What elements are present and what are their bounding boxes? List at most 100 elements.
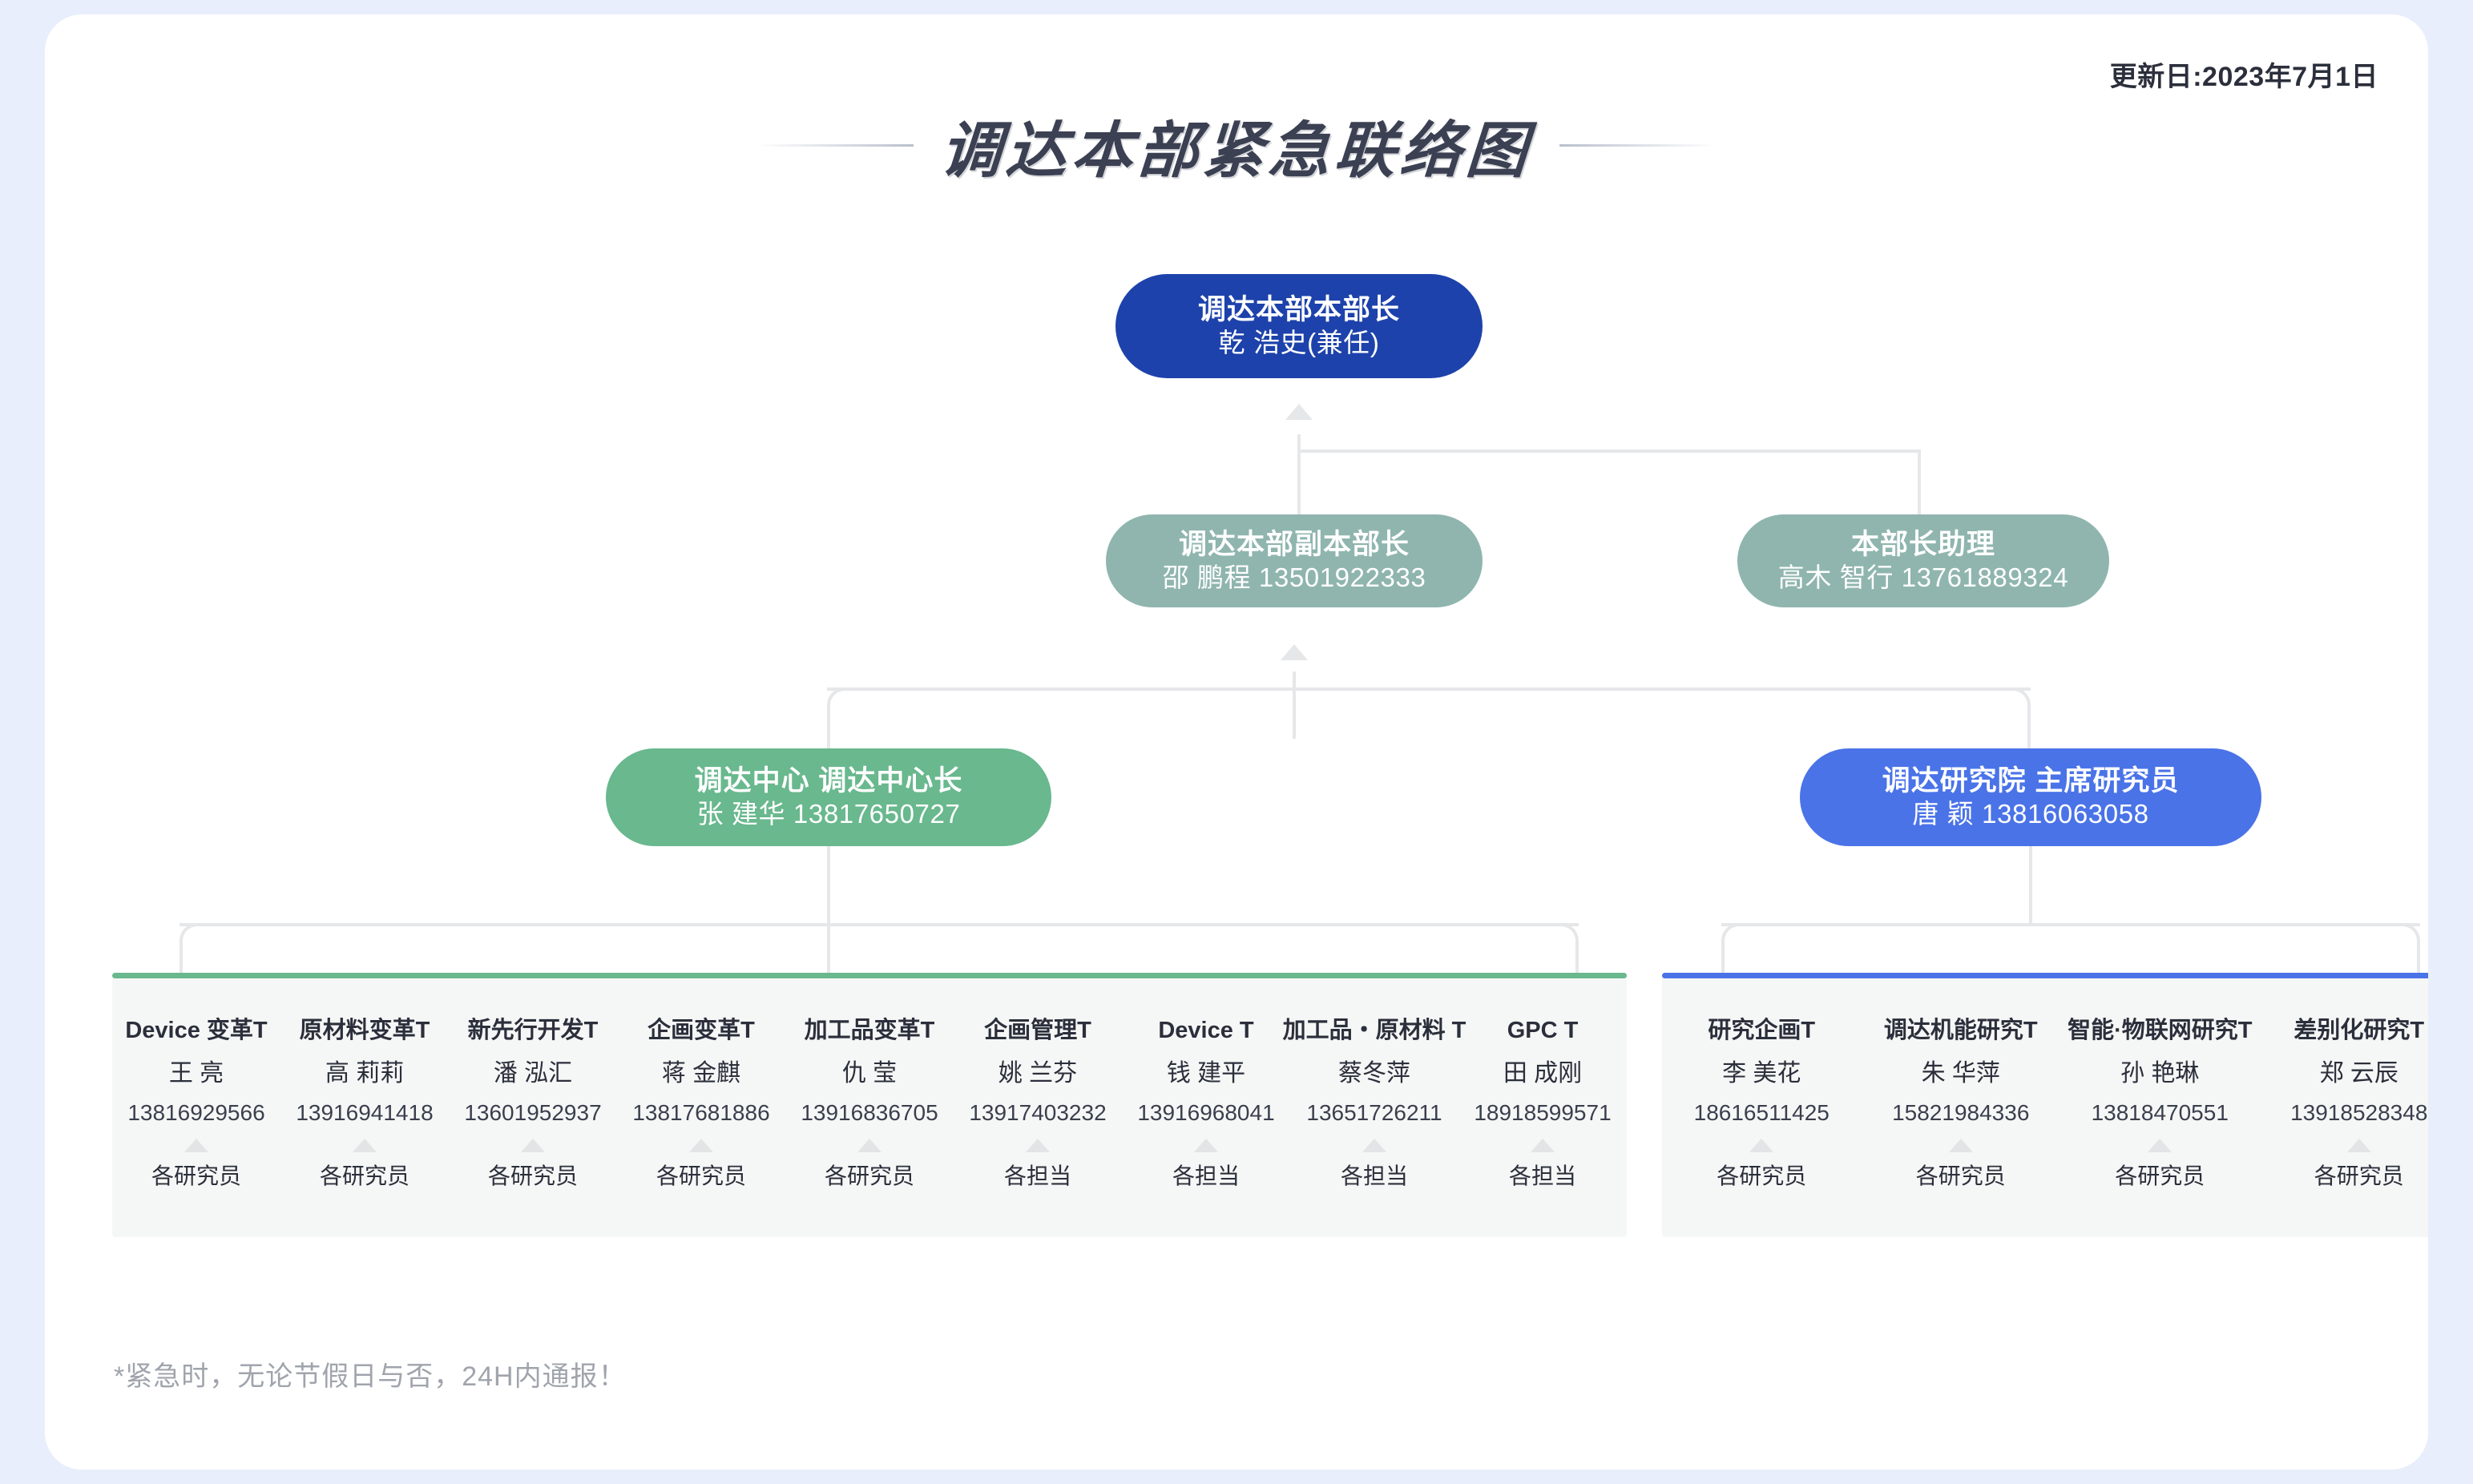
- team-leader-phone: 13817681886: [632, 1099, 770, 1125]
- node-assistant-title: 本部长助理: [1850, 528, 1995, 560]
- team-column[interactable]: 新先行开发T 潘 泓汇 13601952937 各研究员: [449, 973, 617, 1237]
- team-leader-name: 仇 莹: [841, 1059, 898, 1087]
- connector-deputy-down-stem: [1293, 671, 1296, 739]
- team-role-label: 各研究员: [1717, 1163, 1807, 1189]
- team-role-label: 各研究员: [151, 1163, 241, 1189]
- connector-left-panel-elbow-left: [180, 923, 200, 978]
- node-deputy-title: 调达本部副本部长: [1178, 528, 1410, 560]
- connector-left-panel-bus: [180, 923, 1579, 926]
- up-arrow-icon: [1362, 1139, 1386, 1153]
- node-director-title: 调达本部本部长: [1197, 293, 1400, 325]
- connector-center-elbow: [827, 688, 846, 750]
- connector-left-panel-elbow-right: [1558, 923, 1579, 978]
- connector-level3-bus: [827, 688, 2031, 691]
- node-research-institute[interactable]: 调达研究院 主席研究员 唐 颖 13816063058: [1800, 748, 2261, 846]
- team-leader-phone: 13918528348: [2290, 1099, 2428, 1125]
- page-title: 调达本部紧急联络图: [938, 115, 1535, 186]
- team-name: Device 变革T: [125, 1018, 268, 1043]
- node-institute-title: 调达研究院 主席研究员: [1882, 764, 2180, 796]
- team-leader-phone: 13601952937: [464, 1099, 602, 1125]
- team-name: 差别化研究T: [2293, 1018, 2425, 1043]
- node-procurement-center[interactable]: 调达中心 调达中心长 张 建华 13817650727: [606, 748, 1051, 846]
- up-arrow-icon: [857, 1139, 881, 1153]
- team-name: 新先行开发T: [467, 1018, 599, 1043]
- connector-right-panel-elbow-right: [2399, 923, 2420, 978]
- title-row: 调达本部紧急联络图: [45, 101, 2428, 189]
- team-column[interactable]: Device 变革T 王 亮 13816929566 各研究员: [112, 973, 280, 1237]
- team-leader-name: 蒋 金麒: [661, 1059, 741, 1087]
- team-leader-name: 潘 泓汇: [493, 1059, 573, 1087]
- team-column[interactable]: 差别化研究T 郑 云辰 13918528348 各研究员: [2260, 973, 2429, 1237]
- team-leader-name: 蔡冬萍: [1338, 1059, 1410, 1087]
- node-center-person: 张 建华 13817650727: [696, 799, 961, 829]
- update-date: 更新日:2023年7月1日: [2109, 62, 2378, 92]
- up-arrow-icon: [1749, 1139, 1774, 1153]
- team-name: 加工品变革T: [804, 1018, 935, 1043]
- team-leader-phone: 13916941418: [296, 1099, 434, 1125]
- node-assistant[interactable]: 本部长助理 高木 智行 13761889324: [1737, 514, 2109, 607]
- team-leader-phone: 15821984336: [1892, 1099, 2030, 1125]
- panel-right-accent-bar: [1662, 973, 2428, 978]
- up-arrow-icon: [1026, 1139, 1050, 1153]
- connector-institute-down-stem: [2029, 846, 2032, 926]
- team-leader-name: 王 亮: [168, 1059, 224, 1087]
- connector-director-bus: [1297, 450, 1921, 453]
- node-institute-person: 唐 颖 13816063058: [1912, 799, 2149, 829]
- team-role-label: 各研究员: [487, 1163, 578, 1189]
- node-deputy-director[interactable]: 调达本部副本部长 邵 鹏程 13501922333: [1106, 514, 1483, 607]
- up-arrow-icon: [1531, 1139, 1555, 1153]
- team-leader-phone: 18918599571: [1474, 1099, 1612, 1125]
- team-name: Device T: [1158, 1018, 1254, 1043]
- up-arrow-icon: [2148, 1139, 2172, 1153]
- panel-left-accent-bar: [112, 973, 1627, 978]
- team-column[interactable]: 加工品・原材料 T 蔡冬萍 13651726211 各担当: [1283, 973, 1466, 1237]
- up-arrow-icon: [521, 1139, 545, 1153]
- team-leader-name: 郑 云辰: [2319, 1059, 2398, 1087]
- team-role-label: 各担当: [1508, 1163, 1576, 1189]
- team-name: 加工品・原材料 T: [1282, 1018, 1466, 1043]
- up-arrow-icon: [353, 1139, 377, 1153]
- team-leader-name: 孙 艳琳: [2120, 1059, 2200, 1087]
- team-leader-phone: 13816929566: [127, 1099, 265, 1125]
- footer-note: *紧急时，无论节假日与否，24H内通报！: [114, 1361, 627, 1392]
- team-role-label: 各担当: [1172, 1163, 1240, 1189]
- team-leader-name: 朱 华萍: [1921, 1059, 2000, 1087]
- team-column[interactable]: GPC T 田 成刚 18918599571 各担当: [1458, 973, 1627, 1237]
- team-name: 智能·物联网研究T: [2068, 1018, 2253, 1043]
- team-column[interactable]: Device T 钱 建平 13916968041 各担当: [1122, 973, 1290, 1237]
- up-arrow-icon: [1948, 1139, 1973, 1153]
- team-leader-phone: 13651726211: [1306, 1099, 1442, 1125]
- team-leader-phone: 13916968041: [1137, 1099, 1275, 1125]
- connector-right-panel-elbow-left: [1721, 923, 1742, 978]
- title-rule-right: [1559, 143, 1717, 147]
- team-name: 企画管理T: [984, 1018, 1091, 1043]
- team-name: 调达机能研究T: [1883, 1018, 2038, 1043]
- team-name: 企画变革T: [647, 1018, 755, 1043]
- node-director[interactable]: 调达本部本部长 乾 浩史(兼任): [1115, 274, 1483, 378]
- team-name: GPC T: [1507, 1018, 1579, 1043]
- node-center-title: 调达中心 调达中心长: [694, 764, 963, 796]
- node-deputy-person: 邵 鹏程 13501922333: [1162, 563, 1426, 593]
- team-leader-name: 钱 建平: [1166, 1059, 1246, 1087]
- team-role-label: 各研究员: [2115, 1163, 2205, 1189]
- team-role-label: 各研究员: [2314, 1163, 2404, 1189]
- team-leader-name: 田 成刚: [1503, 1059, 1583, 1087]
- connector-deputy-to-director-stem: [1297, 434, 1301, 514]
- arrow-to-director: [1285, 404, 1313, 420]
- node-director-person: 乾 浩史(兼任): [1218, 328, 1380, 358]
- connector-institute-elbow: [2011, 688, 2031, 750]
- up-arrow-icon: [1194, 1139, 1218, 1153]
- team-leader-name: 姚 兰芬: [998, 1059, 1078, 1087]
- team-role-label: 各担当: [1340, 1163, 1408, 1189]
